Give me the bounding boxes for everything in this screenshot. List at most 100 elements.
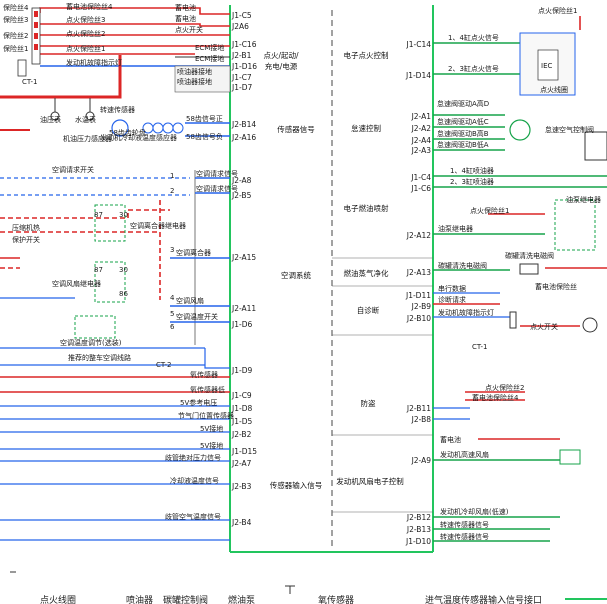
fan-relay [94, 261, 126, 303]
lbl-fuse3: 保险丝3 [3, 15, 28, 24]
lbl-r-fan-high: 发动机高速风扇 [440, 450, 489, 459]
pin-j2-b12: J2-B12 [406, 513, 431, 522]
water-temp-sensor [85, 98, 95, 121]
lbl-r-ct1: CT-1 [472, 343, 488, 351]
lbl-r-coil: 点火线圈 [540, 85, 568, 94]
pin-j1-c6: J1-C6 [410, 184, 431, 193]
ac-temp-regulator [74, 315, 116, 339]
lbl-fuel-gnd2: 喷油器接地 [177, 77, 212, 86]
lbl-battery-r: 蓄电池 [175, 3, 196, 12]
lbl-ct2: CT-2 [156, 361, 172, 369]
lbl-speed-sensor: 转速传感器 [100, 105, 135, 114]
fuel-injector-box [584, 131, 607, 161]
lbl-oil-pressure2: 机油压力感应器 [63, 134, 112, 143]
fuse-block [17, 7, 41, 77]
pin-j1-d5: J1-D5 [231, 417, 252, 426]
pin-j2-b4: J2-B4 [231, 518, 252, 527]
pin-j2-b13: J2-B13 [406, 525, 431, 534]
lbl-r-inj14: 1、4缸喷油器 [450, 166, 494, 175]
pin-j2-a16: J2-A16 [231, 133, 256, 142]
pin-j2-a4: J2-A4 [411, 136, 432, 145]
lbl-r-idle-ac: 怠速阀驱动A低C [437, 117, 489, 126]
lbl-num5: 5 [170, 310, 174, 318]
lbl-num4: 4 [170, 294, 175, 302]
sec-fuel-vapor: 燃油蒸气净化 [344, 268, 389, 278]
pin-j2-a12: J2-A12 [406, 231, 431, 240]
right-wires [433, 16, 607, 542]
pin-j1-d11: J1-D11 [405, 291, 431, 300]
pin-j2-a6: J2A6 [231, 22, 249, 31]
sec-ignition-start: 点火/起动/ [263, 50, 299, 60]
lbl-ign-fuse1: 点火保险丝1 [66, 44, 105, 53]
pin-j2-b11: J2-B11 [406, 404, 431, 413]
lbl-num2: 2 [170, 187, 174, 195]
crank-sensor-icon [142, 122, 184, 134]
sec-anti-theft: 防盗 [361, 398, 376, 408]
lbl-r-ign-switch: 点火开关 [530, 322, 558, 331]
lbl-r-mil: 发动机故障指示灯 [438, 308, 494, 317]
lbl-r-canister-valve: 碳罐清洗电磁阀 [505, 251, 554, 260]
pin-j2-b10: J2-B10 [406, 314, 431, 323]
lbl-num6: 6 [170, 323, 175, 331]
lbl-ac-temp: 空调温度开关 [176, 312, 218, 321]
pin-j2-b14: J2-B14 [231, 120, 256, 129]
pin-j1-c14: J1-C14 [406, 40, 432, 49]
ecm-ground-box [174, 65, 231, 93]
right-pins: J1-C14 J1-D14 J2-A1 J2-A2 J2-A4 J2-A3 J1… [405, 40, 431, 546]
lbl-87a: 87 [94, 211, 103, 219]
lbl-r-cyl23: 2、3缸点火信号 [448, 64, 499, 73]
pin-j1-d14: J1-D14 [405, 71, 431, 80]
pin-j1-d15: J1-D15 [231, 447, 257, 456]
lbl-r-inj23: 2、3缸喷油器 [450, 177, 494, 186]
lbl-pressure-switch: 压缩机热 [12, 223, 40, 232]
lbl-r-tach1: 转速传感器信号 [440, 520, 489, 529]
lbl-r-ign-fuse1b: 点火保险丝1 [470, 206, 509, 215]
lbl-r-idle-bc: 怠速阀驱动B低A [437, 140, 489, 149]
lbl-r-serial: 串行数据 [438, 284, 466, 293]
ct1-connector-right [509, 311, 517, 329]
lbl-fuse4: 保险丝4 [3, 3, 29, 12]
ecu-module [229, 5, 434, 553]
sec-fuel-injection: 电子燃油喷射 [344, 203, 389, 213]
lbl-ac-request1: 空调请求信号 [196, 169, 238, 178]
lbl-fuse1: 保险丝1 [3, 44, 28, 53]
lbl-water-temp: 水温表 [75, 115, 96, 124]
lbl-num3: 3 [170, 246, 174, 254]
pin-j1-d10: J1-D10 [405, 537, 431, 546]
pin-j2-a1: J2-A1 [411, 112, 432, 121]
lbl-throttle-pos: 节气门位置传感器 [178, 411, 234, 420]
sec-charge-power: 充电/电源 [265, 61, 298, 71]
sec-sensor-input-signal: 传感器输入信号 [270, 480, 323, 490]
lbl-5v-gnd1: 5V接地 [200, 424, 223, 433]
lbl-r-diag-req: 诊断请求 [438, 295, 466, 304]
lbl-r-iec: IEC [541, 62, 552, 70]
lbl-fan-relay: 空调风扇继电器 [52, 279, 101, 288]
pin-j2-a3: J2-A3 [411, 146, 432, 155]
lbl-r-ign-fuse1: 点火保险丝1 [538, 6, 577, 15]
fuel-pump-relay [554, 199, 596, 251]
left-wires [0, 7, 230, 541]
legend-input: 进气温度传感器输入信号接口 [425, 594, 542, 604]
lbl-58-pos: 58齿信号正 [186, 114, 223, 123]
pin-j1-d16: J1-D16 [231, 62, 257, 71]
lbl-battery-r2: 蓄电池 [175, 14, 196, 23]
lbl-ign-fuse3: 点火保险丝3 [66, 15, 105, 24]
lbl-r-battery-fuse4: 蓄电池保险丝4 [472, 393, 519, 402]
lbl-ac-request2: 空调请求信号 [196, 184, 238, 193]
pin-j2-a15: J2-A15 [231, 253, 256, 262]
fan-relay-box [559, 449, 581, 465]
lbl-compressor-relay: 空调离合器继电器 [130, 221, 186, 230]
pin-j1-c4: J1-C4 [410, 173, 431, 182]
lbl-ac-request-switch: 空调请求开关 [52, 165, 94, 174]
pin-j1-c7: J1-C7 [231, 73, 252, 82]
bottom-legend: 点火线圈 喷油器 碳罐控制阀 燃油泵 氧传感器 进气温度传感器输入信号接口 [10, 571, 607, 604]
lbl-r-fan-low: 发动机冷却风扇(低速) [440, 507, 509, 516]
lbl-r-cyl14: 1、4缸点火信号 [448, 33, 499, 42]
lbl-30a: 30 [119, 211, 128, 219]
lbl-r-ign-fuse2: 点火保险丝2 [485, 383, 524, 392]
lbl-fuse2: 保险丝2 [3, 31, 28, 40]
lbl-r-tach2: 转速传感器信号 [440, 532, 489, 541]
pin-j2-b2: J2-B2 [231, 430, 252, 439]
